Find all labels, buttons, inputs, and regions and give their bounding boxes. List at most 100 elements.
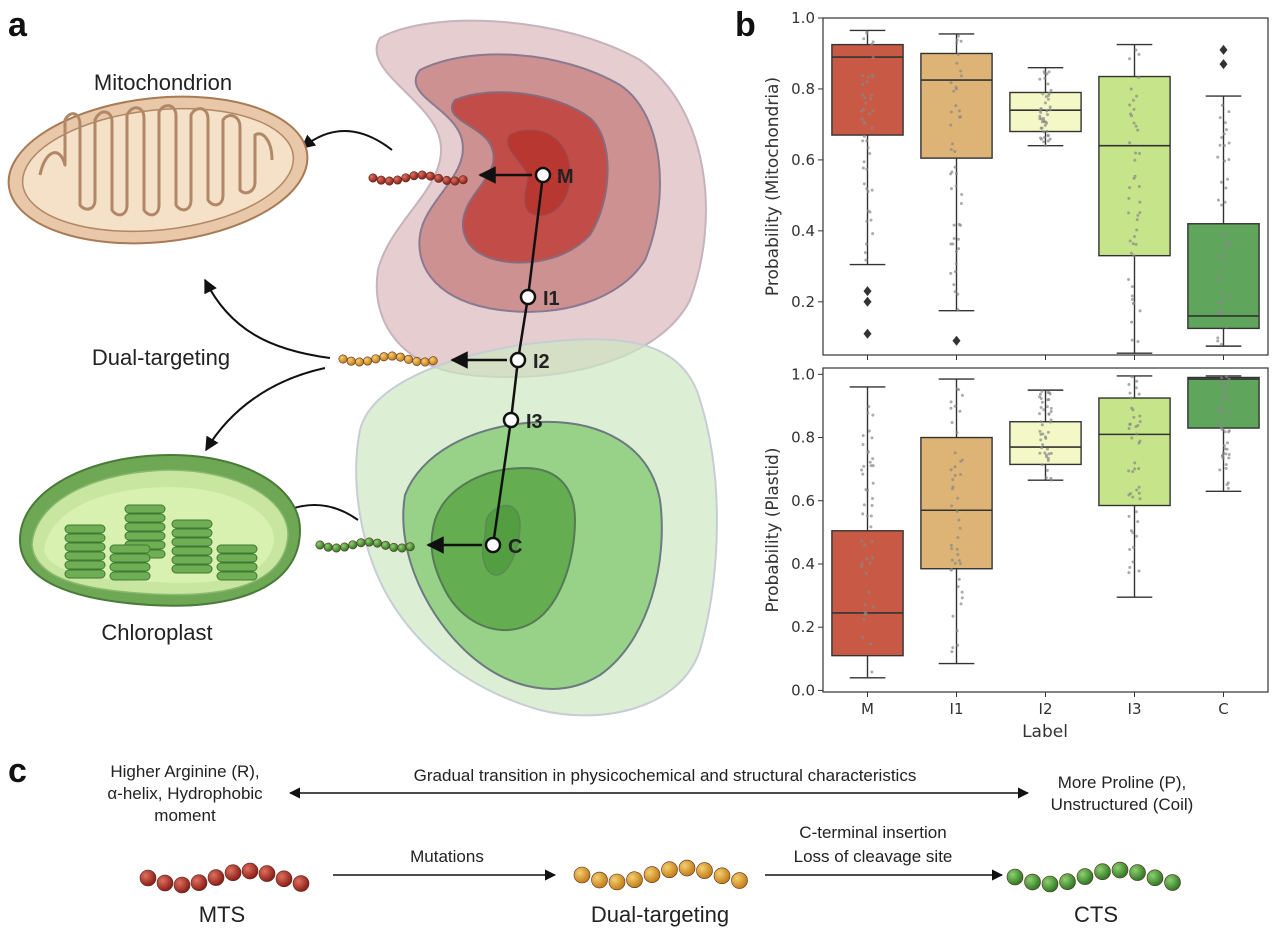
y-tick-label: 1.0 [791, 9, 815, 27]
swarm-point [955, 509, 959, 513]
swarm-point [1039, 136, 1043, 140]
peptide-bead [387, 351, 397, 361]
y-tick-label: 0.2 [791, 618, 815, 636]
swarm-point [959, 472, 963, 476]
swarm-point [862, 503, 866, 507]
peptide-bead [1111, 861, 1129, 879]
thylakoid-disc [64, 524, 106, 534]
swarm-point [871, 109, 875, 113]
node-label-m: M [557, 166, 574, 188]
swarm-point [1136, 424, 1140, 428]
swarm-point [949, 81, 953, 85]
swarm-point [1047, 70, 1051, 74]
swarm-point [1046, 113, 1050, 117]
swarm-point [1128, 57, 1132, 61]
peptide-bead [731, 872, 748, 889]
swarm-point [1221, 387, 1225, 391]
left-prop-3: moment [154, 806, 216, 825]
swarm-point [1135, 379, 1139, 383]
y-tick-label: 0.0 [791, 681, 815, 699]
swarm-point [960, 193, 964, 197]
swarm-point [1131, 545, 1135, 549]
swarm-point [1127, 277, 1131, 281]
swarm-point [1133, 467, 1137, 471]
swarm-point [1223, 430, 1227, 434]
swarm-point [1049, 88, 1053, 92]
swarm-point [863, 543, 867, 547]
swarm-point [1127, 514, 1131, 518]
swarm-point [1224, 463, 1228, 467]
swarm-point [1220, 454, 1224, 458]
panel-letter-c: c [8, 752, 27, 790]
swarm-point [869, 514, 873, 518]
swarm-point [1137, 75, 1141, 79]
swarm-point [953, 465, 957, 469]
swarm-point [1221, 382, 1225, 386]
peptide-bead [417, 170, 427, 180]
swarm-point [1039, 420, 1043, 424]
peptide-bead [1146, 869, 1164, 887]
swarm-point [1135, 94, 1139, 98]
swarm-point [959, 39, 963, 43]
swarm-point [870, 93, 874, 97]
swarm-point [950, 420, 954, 424]
chloroplast-illustration: Chloroplast [18, 453, 302, 645]
swarm-point [1046, 82, 1050, 86]
box-m [831, 530, 904, 657]
swarm-point [1220, 136, 1224, 140]
swarm-point [1222, 253, 1226, 257]
peptide-bead [661, 861, 678, 879]
swarm-point [960, 590, 964, 594]
swarm-point [1048, 105, 1052, 109]
peptide-bead [397, 543, 407, 553]
peptide-bead [1024, 873, 1041, 891]
swarm-point [1225, 375, 1229, 379]
swarm-point [1043, 123, 1047, 127]
swarm-point [1049, 406, 1053, 410]
swarm-point [1134, 386, 1138, 390]
panel-c: Higher Arginine (R), α-helix, Hydrophobi… [107, 762, 1193, 927]
swarm-point [1038, 412, 1042, 416]
box-i3 [1098, 397, 1171, 507]
swarm-point [953, 290, 957, 294]
label-mitochondrion: Mitochondrion [94, 70, 232, 95]
swarm-point [870, 73, 874, 77]
swarm-point [1227, 244, 1231, 248]
thylakoid-disc [64, 551, 106, 561]
swarm-point [862, 182, 866, 186]
swarm-point [949, 568, 953, 572]
node-c [484, 536, 502, 554]
label-chloroplast: Chloroplast [101, 620, 212, 645]
swarm-point [1042, 116, 1046, 120]
swarm-point [1131, 560, 1135, 564]
swarm-point [1045, 129, 1049, 133]
left-prop-1: Higher Arginine (R), [110, 762, 259, 781]
swarm-point [955, 547, 959, 551]
swarm-point [1038, 451, 1042, 455]
swarm-point [1129, 396, 1133, 400]
swarm-point [1131, 408, 1135, 412]
swarm-point [863, 610, 867, 614]
peptide-bead [258, 865, 276, 882]
swarm-point [1131, 98, 1135, 102]
swarm-point [1217, 309, 1221, 313]
swarm-point [949, 110, 953, 114]
y-tick-label: 0.6 [791, 151, 815, 169]
thylakoid-disc [124, 504, 166, 514]
swarm-point [956, 535, 960, 539]
swarm-point [1043, 451, 1047, 455]
swarm-point [958, 115, 962, 119]
peptide-bead [207, 869, 225, 886]
swarm-point [950, 547, 954, 551]
swarm-point [864, 571, 868, 575]
swarm-point [953, 451, 957, 455]
outlier-point [1219, 44, 1228, 55]
thylakoid-disc [109, 544, 151, 554]
peptide-bead [412, 356, 422, 366]
outlier-point [952, 335, 961, 346]
peptide-chloro [315, 537, 415, 553]
swarm-point [865, 219, 869, 223]
swarm-point [1223, 447, 1227, 451]
swarm-point [865, 514, 869, 518]
swarm-point [1042, 140, 1046, 144]
